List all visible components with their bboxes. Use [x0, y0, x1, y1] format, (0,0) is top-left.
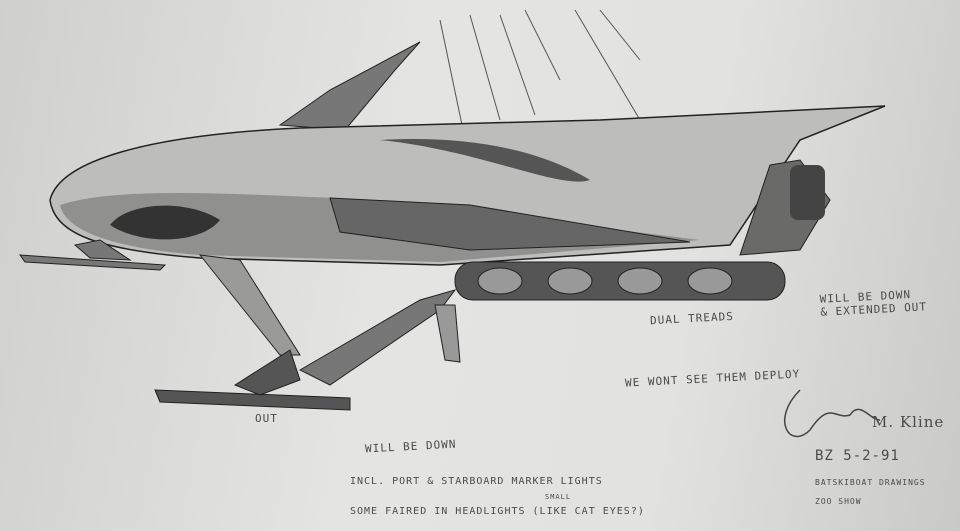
- side-pod: [329, 197, 691, 251]
- signature-name: M. Kline: [872, 413, 945, 431]
- rear-strut: [298, 289, 457, 386]
- signature-line2: ZOO SHOW: [815, 497, 862, 506]
- speed-lines: [439, 9, 641, 126]
- fin-ski: [434, 304, 461, 363]
- annotation-lights-2: SOME FAIRED IN HEADLIGHTS (LIKE CAT EYES…: [350, 506, 645, 517]
- top-stripe: [380, 139, 590, 182]
- annotation-out: OUT: [255, 412, 278, 425]
- main-ski: [154, 349, 351, 411]
- annotation-small: SMALL: [545, 493, 572, 501]
- strut: [198, 254, 301, 356]
- engine: [790, 165, 825, 220]
- signature-date: BZ 5-2-91: [815, 448, 900, 464]
- cockpit-intake: [110, 205, 220, 240]
- annotation-lights-1: INCL. PORT & STARBOARD MARKER LIGHTS: [350, 476, 603, 487]
- front-ski: [18, 239, 167, 271]
- dual-treads: [454, 261, 786, 301]
- signature-line1: BATSKIBOAT DRAWINGS: [815, 478, 926, 487]
